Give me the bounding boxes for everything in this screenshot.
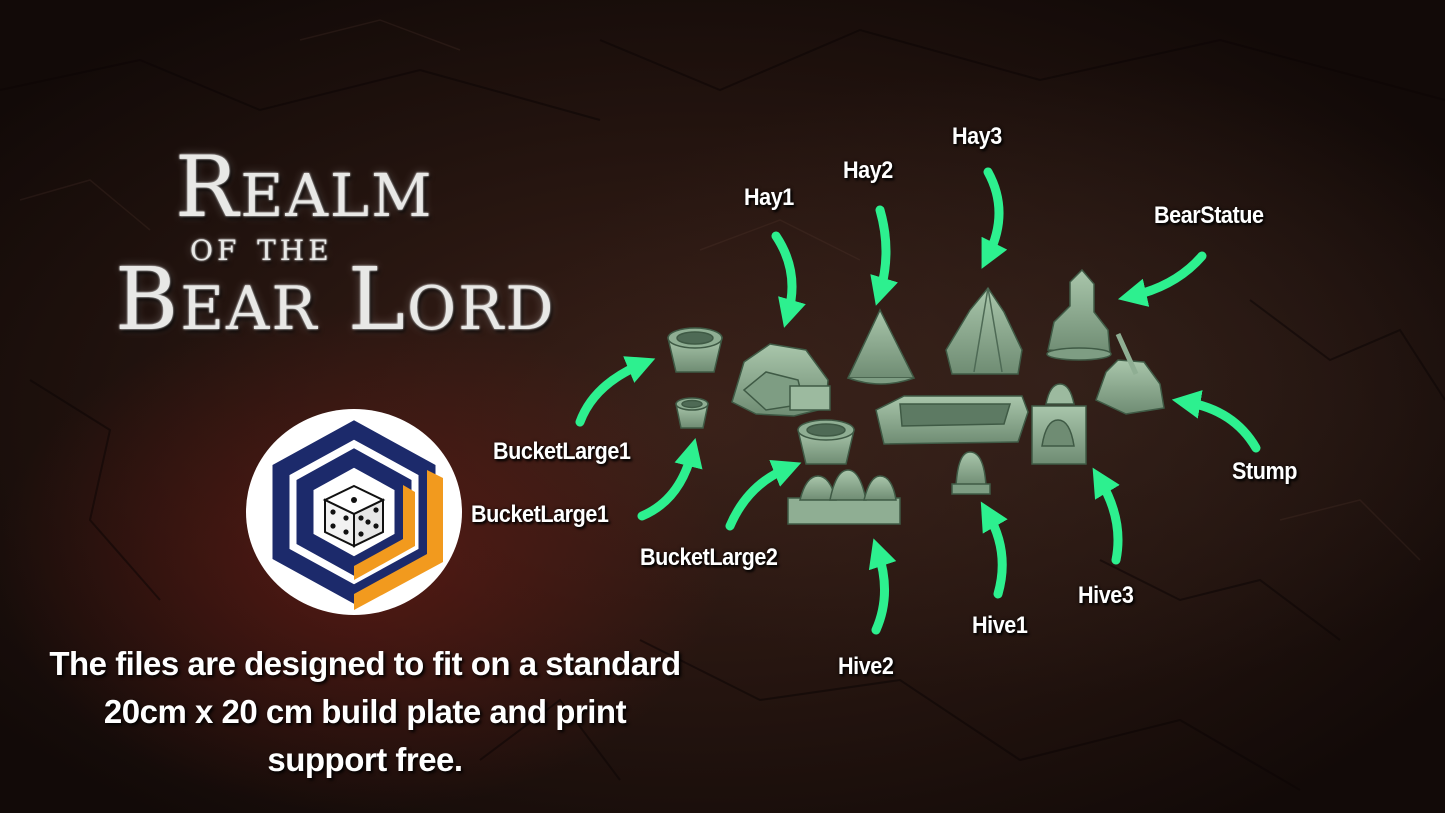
stump-model (1095, 332, 1165, 415)
arrow-hay1 (771, 231, 806, 328)
label-bucket-large2: BucketLarge2 (640, 544, 778, 571)
caption: The files are designed to fit on a stand… (20, 640, 710, 784)
title-realm: Realm (175, 138, 434, 236)
dice-icon (322, 484, 386, 548)
arrow-hive1 (980, 501, 1008, 599)
arrow-hive3 (1092, 467, 1123, 565)
title-bear-lord: Bear Lord (115, 250, 556, 350)
label-bucket-large1-b: BucketLarge1 (471, 501, 609, 528)
arrow-bucket-large1-a (575, 356, 656, 427)
label-stump: Stump (1232, 458, 1297, 485)
hive1-model (951, 451, 991, 495)
label-bucket-large1-a: BucketLarge1 (493, 438, 631, 465)
hive3-model (1031, 383, 1087, 465)
hay1-model (731, 343, 831, 417)
arrow-bear-statue (1117, 251, 1207, 307)
arrow-hay3 (981, 167, 1008, 269)
hive2-model (787, 469, 901, 525)
arrow-hive2 (868, 538, 897, 635)
bucket-small-model (675, 397, 709, 429)
bear-statue-model (1046, 268, 1112, 361)
label-hive2: Hive2 (838, 653, 894, 680)
trough-model (875, 395, 1029, 445)
arrow-hay2 (870, 205, 898, 306)
bucket-large1-model (667, 327, 723, 373)
hay2-model (846, 308, 916, 385)
label-hive3: Hive3 (1078, 582, 1134, 609)
bucket-large2-model (797, 419, 855, 465)
caption-line-2: 20cm x 20 cm build plate and print (103, 693, 627, 730)
arrow-stump (1171, 390, 1261, 453)
label-hay2: Hay2 (843, 157, 893, 184)
label-hay1: Hay1 (744, 184, 794, 211)
caption-line-1: The files are designed to fit on a stand… (49, 645, 681, 682)
caption-line-3: support free. (267, 741, 463, 778)
arrow-bucket-large2 (725, 459, 802, 531)
label-hive1: Hive1 (972, 612, 1028, 639)
title-of-the: of the (190, 224, 333, 270)
hay3-model (945, 286, 1023, 375)
dice-logo (246, 409, 462, 615)
label-hay3: Hay3 (952, 123, 1002, 150)
arrow-bucket-large1-b (637, 438, 703, 521)
label-bear-statue: BearStatue (1154, 202, 1264, 229)
